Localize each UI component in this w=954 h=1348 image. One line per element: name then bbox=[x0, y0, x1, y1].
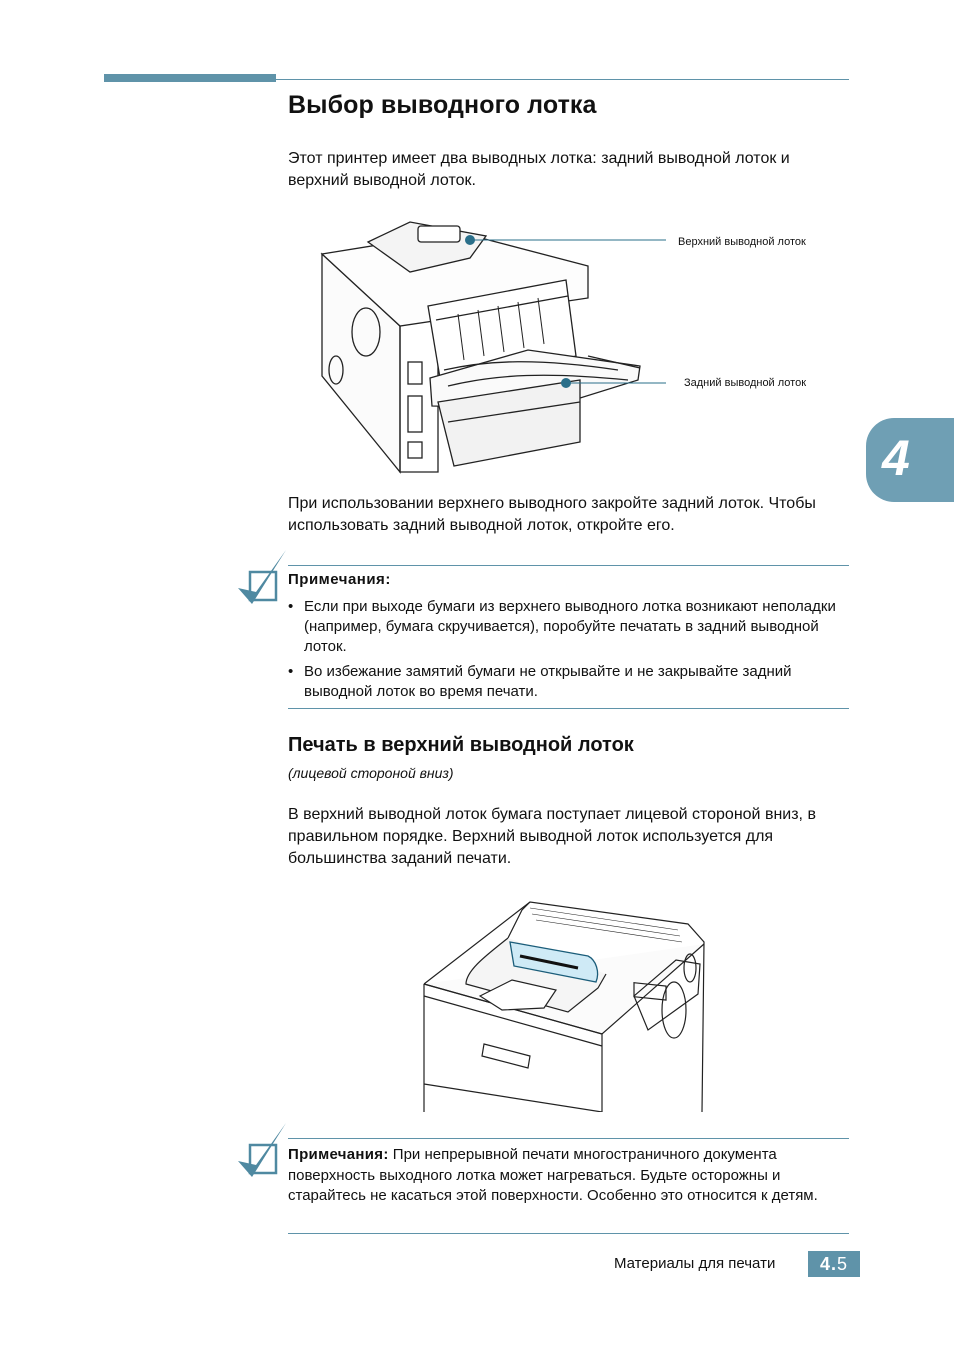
intro-paragraph: Этот принтер имеет два выводных лотка: з… bbox=[288, 150, 790, 189]
top-tray-label: Верхний выводной лоток bbox=[678, 236, 806, 248]
note2-paragraph: Примечания: При непрерывной печати много… bbox=[288, 1145, 853, 1207]
page-title: Выбор выводного лотка bbox=[288, 91, 597, 119]
checkmark-note-icon bbox=[238, 1123, 286, 1177]
note-title: Примечания: bbox=[288, 571, 391, 588]
note-top-rule bbox=[288, 565, 849, 566]
section-paragraph: В верхний выводной лоток бумага поступае… bbox=[288, 806, 816, 867]
header-accent-bar bbox=[104, 74, 276, 82]
rear-tray-label: Задний выводной лоток bbox=[684, 377, 807, 389]
header-rule bbox=[276, 79, 849, 80]
section-subtitle: (лицевой стороной вниз) bbox=[288, 765, 454, 781]
list-item: •Если при выходе бумаги из верхнего выво… bbox=[288, 598, 836, 655]
note2-top-rule bbox=[288, 1138, 849, 1139]
list-item: •Во избежание замятий бумаги не открывай… bbox=[288, 663, 792, 700]
note-bottom-rule bbox=[288, 708, 849, 709]
section-title: Печать в верхний выводной лоток bbox=[288, 734, 634, 756]
page-number: 4.5 bbox=[808, 1251, 860, 1277]
note-list: •Если при выходе бумаги из верхнего выво… bbox=[288, 597, 853, 707]
printer-top-illustration bbox=[423, 901, 705, 1112]
chapter-number: 4 bbox=[882, 430, 910, 486]
note2-bottom-rule bbox=[288, 1233, 849, 1234]
printer-rear-illustration bbox=[320, 221, 666, 474]
note2-label: Примечания: bbox=[288, 1146, 389, 1163]
chapter-tab: 4 bbox=[866, 418, 954, 502]
checkmark-note-icon bbox=[238, 550, 286, 604]
note2-text: При непрерывной печати многостраничного … bbox=[288, 1146, 818, 1204]
usage-paragraph: При использовании верхнего выводного зак… bbox=[288, 495, 816, 534]
footer-section-name: Материалы для печати bbox=[614, 1255, 776, 1272]
